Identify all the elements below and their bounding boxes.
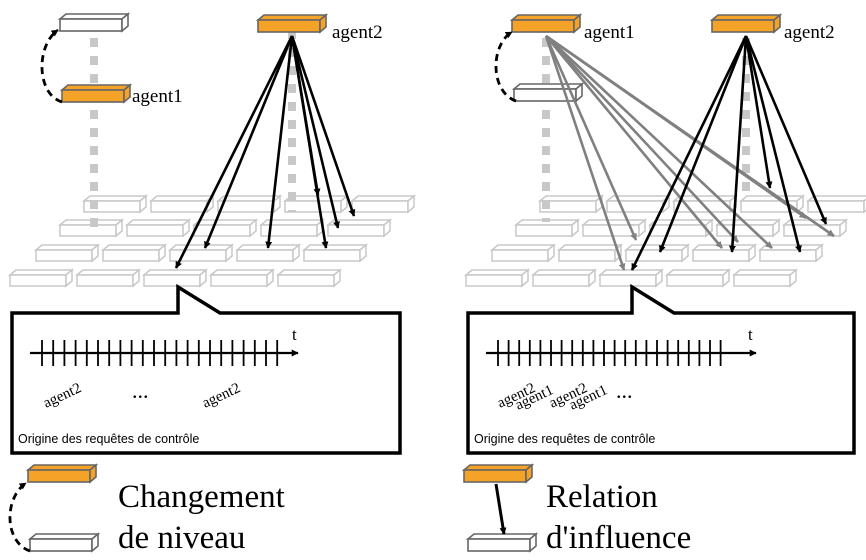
tile-r2-c5 xyxy=(325,218,393,238)
tile-r1-c5 xyxy=(349,194,417,214)
tile-r3-c1 xyxy=(489,243,557,263)
tile-r2-c4 xyxy=(714,218,782,238)
tile-r4-c4 xyxy=(664,268,732,288)
left-level-change-arrow xyxy=(40,28,63,104)
tile-r4-c1 xyxy=(463,268,531,288)
tile-r3-c5 xyxy=(757,243,825,263)
tile-r4-c2 xyxy=(530,268,598,288)
tile-r3-c3 xyxy=(623,243,691,263)
tile-r1-c3 xyxy=(215,194,283,214)
tile-r4-c5 xyxy=(731,268,799,288)
left-timeline-ticks xyxy=(41,340,279,366)
tile-r3-c1 xyxy=(33,243,101,263)
left-agent1-block xyxy=(59,83,133,104)
legend-level-change-line2: de niveau xyxy=(118,520,245,556)
left-caption: Origine des requêtes de contrôle xyxy=(18,432,199,446)
right-agent1-block xyxy=(509,13,583,34)
right-timeline-axis-label: t xyxy=(748,325,753,344)
tile-r2-c1 xyxy=(513,218,581,238)
tile-r2-c3 xyxy=(647,218,715,238)
tile-r1-c2 xyxy=(148,194,216,214)
right-tile-grid xyxy=(463,194,866,288)
tile-r4-c1 xyxy=(7,268,75,288)
legend-level-change-arrow xyxy=(8,481,31,553)
left-influence-arrows xyxy=(174,35,356,269)
tile-r4-c5 xyxy=(275,268,343,288)
legend-influence-line1: Relation xyxy=(546,479,658,515)
tile-r2-c3 xyxy=(191,218,259,238)
right-level-change-arrow xyxy=(494,30,517,103)
right-agent-empty-block xyxy=(511,82,585,103)
legend-influence-arrow xyxy=(494,483,507,535)
right-timeline-bubble xyxy=(466,283,856,455)
left-tile-grid xyxy=(7,194,417,288)
tile-r4-c4 xyxy=(208,268,276,288)
tile-r4-c2 xyxy=(74,268,142,288)
right-agent2-influence-arrows xyxy=(630,35,828,271)
legend-influence-bottom-block xyxy=(465,532,539,553)
tile-r3-c4 xyxy=(690,243,758,263)
left-agent-top-empty xyxy=(57,12,131,33)
legend-level-change-top-block xyxy=(25,463,99,484)
left-agent1-label: agent1 xyxy=(132,86,183,107)
right-panel: agent1 agent2 t agent2 agent1 agent xyxy=(463,13,866,455)
left-timeline-axis-label: t xyxy=(292,325,297,344)
left-timeline-bubble xyxy=(10,283,402,455)
tile-r4-c3 xyxy=(597,268,665,288)
left-timeline-ellipsis: ... xyxy=(132,378,149,403)
left-panel: agent2 agent1 t agent2 agent2 ... Origin… xyxy=(7,12,417,455)
right-agent1-label: agent1 xyxy=(584,22,635,43)
tile-r3-c2 xyxy=(556,243,624,263)
right-caption: Origine des requêtes de contrôle xyxy=(474,432,655,446)
tile-r1-c4 xyxy=(282,194,350,214)
right-timeline-ticks xyxy=(497,340,722,366)
tile-r1-c4 xyxy=(738,194,806,214)
legend-influence-line2: d'influence xyxy=(546,520,691,556)
tile-r2-c2 xyxy=(124,218,192,238)
tile-r3-c2 xyxy=(100,243,168,263)
legend-level-change-line1: Changement xyxy=(118,479,285,515)
right-timeline-ellipsis: ... xyxy=(616,378,633,403)
right-agent2-label: agent2 xyxy=(784,22,835,43)
tile-r3-c4 xyxy=(234,243,302,263)
legend-influence-top-block xyxy=(461,463,535,484)
legend: Changement de niveau Relation d'influenc… xyxy=(8,463,691,556)
right-agent2-block xyxy=(709,13,783,34)
left-agent2-label: agent2 xyxy=(332,22,383,43)
left-agent2-block xyxy=(255,13,329,34)
tile-r3-c5 xyxy=(301,243,369,263)
tile-r4-c3 xyxy=(141,268,209,288)
legend-level-change-bottom-block xyxy=(27,532,101,553)
tile-r1-c1 xyxy=(81,194,149,214)
tile-r2-c2 xyxy=(580,218,648,238)
